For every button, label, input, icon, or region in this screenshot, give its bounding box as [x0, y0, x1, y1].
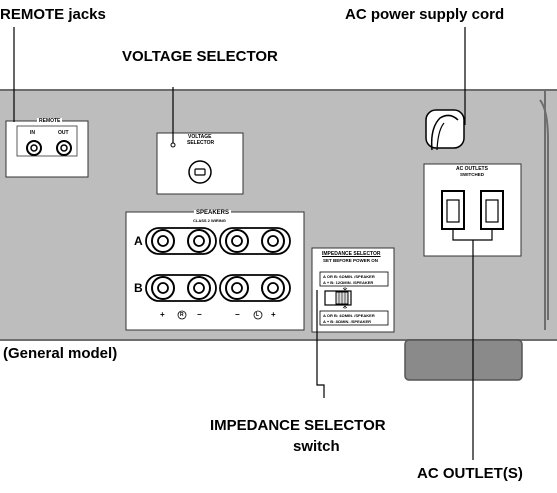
voltage-selector-knob[interactable] [188, 160, 212, 184]
polarity-label-1: + [160, 310, 165, 319]
polarity-label-6: + [271, 310, 276, 319]
impedance-subtitle: SET BEFORE POWER ON [323, 258, 379, 263]
remote-in-jack[interactable] [26, 140, 42, 156]
ac-outlets-callout: AC OUTLET(S) [417, 465, 523, 482]
ac-outlet-left[interactable] [441, 190, 465, 230]
impedance-switch-callout-line1: IMPEDANCE SELECTOR [210, 417, 386, 434]
remote-in-label: IN [30, 130, 35, 136]
polarity-label-2: R [180, 312, 184, 318]
speaker-terminals-b[interactable] [145, 274, 291, 302]
row-b-label: B [134, 281, 143, 295]
impedance-lower-line1: A OR B: 4ΩMIN. /SPEAKER [323, 313, 375, 318]
remote-jacks-callout: REMOTE jacks [0, 6, 106, 23]
ac-outlets-title: AC OUTLETS [456, 166, 488, 172]
voltage-title-line1: VOLTAGE [188, 134, 212, 140]
remote-out-jack[interactable] [56, 140, 72, 156]
polarity-label-5: L [256, 312, 260, 318]
speakers-title: SPEAKERS [194, 210, 232, 216]
remote-out-label: OUT [58, 130, 69, 136]
impedance-selector-panel [311, 247, 395, 333]
general-model-label: (General model) [3, 345, 118, 362]
polarity-label-3: − [197, 310, 202, 319]
impedance-switch-callout-line2: switch [293, 438, 340, 455]
remote-panel [5, 120, 89, 178]
rubber-foot [404, 339, 523, 381]
impedance-selector-switch[interactable] [324, 290, 352, 306]
impedance-title: IMPEDANCE SELECTOR [322, 251, 381, 257]
impedance-upper-line1: A OR B: 6ΩMIN. /SPEAKER [323, 274, 375, 279]
remote-title: REMOTE [37, 118, 63, 124]
ac-outlet-right[interactable] [480, 190, 504, 230]
speakers-subtitle: CLASS 2 WIRING [193, 218, 226, 223]
impedance-lower-line2: A + B: 8ΩMIN. /SPEAKER [323, 319, 372, 324]
impedance-upper-line2: A + B: 12ΩMIN. /SPEAKER [323, 280, 374, 285]
ac-power-cord [425, 109, 465, 151]
polarity-label-4: − [235, 310, 240, 319]
ac-power-cord-callout: AC power supply cord [345, 6, 505, 23]
speaker-terminals-a[interactable] [145, 227, 291, 255]
row-a-label: A [134, 234, 143, 248]
ac-outlets-subtitle: SWITCHED [460, 172, 484, 177]
voltage-selector-callout: VOLTAGE SELECTOR [122, 48, 278, 65]
leader-lines [13, 27, 474, 460]
voltage-title-line2: SELECTOR [187, 140, 215, 146]
